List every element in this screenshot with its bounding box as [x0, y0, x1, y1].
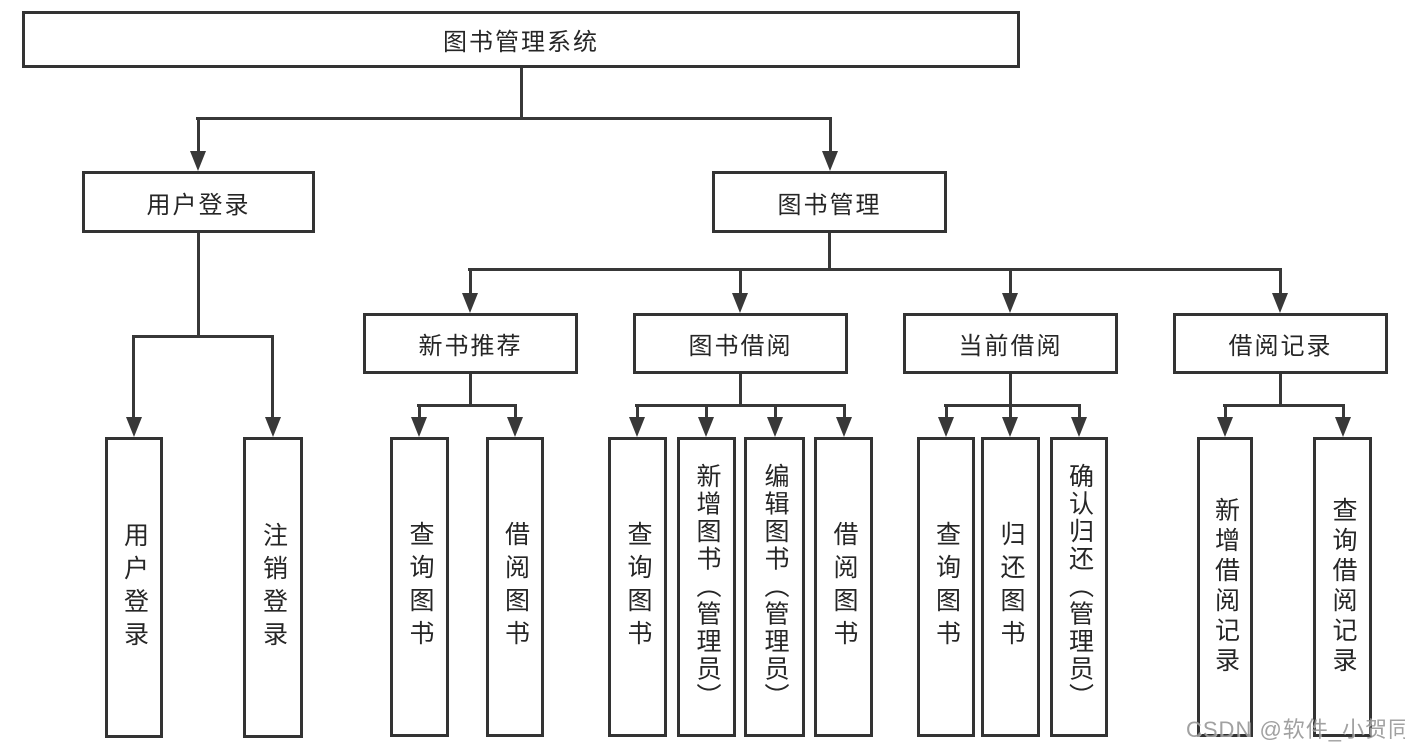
leaf-query-book-current: 查询图书 [917, 437, 975, 737]
connector-level3-hline [468, 268, 1282, 271]
arrow-down-icon [1002, 417, 1018, 437]
connector-leaf-stem [774, 407, 777, 418]
connector-g4-down [1279, 374, 1282, 405]
leaf-borrow-book: 借阅图书 [814, 437, 873, 737]
leaf-label: 新增图书（管理员） [693, 463, 721, 711]
arrow-down-icon [1272, 293, 1288, 313]
arrow-down-icon [507, 417, 523, 437]
node-library-system: 图书管理系统 [22, 11, 1020, 68]
connector-user-login-hline [132, 335, 274, 338]
connector-group-stem [739, 271, 742, 294]
arrow-down-icon [629, 417, 645, 437]
arrow-down-icon [767, 417, 783, 437]
arrow-down-icon [265, 417, 281, 437]
leaf-borrow-book-recommend: 借阅图书 [486, 437, 544, 737]
leaf-label: 查询图书 [406, 521, 434, 653]
connector-leaf-stem [514, 407, 517, 418]
arrow-down-icon [462, 293, 478, 313]
leaf-edit-book-admin: 编辑图书（管理员） [744, 437, 805, 737]
leaf-label: 确认归还（管理员） [1065, 463, 1094, 711]
connector-leaf-stem [945, 407, 948, 418]
leaf-logout: 注销登录 [243, 437, 303, 738]
arrow-down-icon [938, 417, 954, 437]
leaf-return-book: 归还图书 [981, 437, 1040, 737]
node-user-login-branch-label: 用户登录 [146, 191, 251, 219]
arrow-down-icon [1335, 417, 1351, 437]
node-book-borrow-label: 图书借阅 [688, 333, 793, 360]
connector-leaf-stem [1078, 407, 1081, 418]
connector-g4-hline [1223, 404, 1345, 407]
arrow-down-icon [732, 293, 748, 313]
leaf-label: 查询图书 [932, 521, 961, 653]
leaf-label: 借阅图书 [501, 521, 530, 653]
arrow-down-icon [698, 417, 714, 437]
arrow-down-icon [1071, 417, 1087, 437]
leaf-query-borrow-record: 查询借阅记录 [1313, 437, 1372, 737]
node-new-book-recommend: 新书推荐 [363, 313, 578, 374]
node-user-login-branch: 用户登录 [82, 171, 315, 233]
connector-user-login-stem [197, 120, 200, 152]
leaf-confirm-return-admin: 确认归还（管理员） [1050, 437, 1108, 737]
leaf-query-book-borrow: 查询图书 [608, 437, 667, 737]
leaf-label: 编辑图书（管理员） [761, 463, 789, 711]
connector-leaf-stem [271, 338, 274, 418]
leaf-query-book-recommend: 查询图书 [390, 437, 449, 737]
leaf-user-login: 用户登录 [105, 437, 163, 738]
connector-leaf-stem [843, 407, 846, 418]
connector-g1-hline [417, 404, 517, 407]
node-book-borrow: 图书借阅 [633, 313, 848, 374]
connector-group-stem [469, 271, 472, 294]
leaf-add-book-admin: 新增图书（管理员） [677, 437, 736, 737]
connector-user-login-down [197, 233, 200, 335]
node-borrow-records: 借阅记录 [1173, 313, 1388, 374]
leaf-user-login-label: 用户登录 [120, 521, 149, 654]
connector-g2-down [739, 374, 742, 405]
connector-book-mgmt-stem [829, 120, 832, 152]
arrow-down-icon [190, 151, 206, 171]
node-current-borrow-label: 当前借阅 [958, 333, 1063, 360]
arrow-down-icon [836, 417, 852, 437]
connector-group-stem [1009, 271, 1012, 294]
connector-group-stem [1279, 271, 1282, 294]
arrow-down-icon [126, 417, 142, 437]
connector-leaf-stem [418, 407, 421, 418]
node-current-borrow: 当前借阅 [903, 313, 1118, 374]
leaf-label: 归还图书 [997, 521, 1025, 653]
node-book-management: 图书管理 [712, 171, 947, 233]
node-new-book-recommend-label: 新书推荐 [418, 333, 523, 360]
leaf-label: 借阅图书 [830, 521, 858, 653]
connector-g2-hline [635, 404, 846, 407]
connector-leaf-stem [636, 407, 639, 418]
leaf-label: 新增借阅记录 [1211, 497, 1240, 677]
connector-g3-down [1009, 374, 1012, 405]
connector-leaf-stem [1009, 407, 1012, 418]
leaf-label: 查询借阅记录 [1329, 497, 1357, 677]
csdn-watermark: CSDN @软件_小贺同学 [1186, 717, 1405, 742]
connector-book-mgmt-down [828, 233, 831, 268]
connector-g3-hline [944, 404, 1081, 407]
connector-g1-down [469, 374, 472, 405]
arrow-down-icon [1002, 293, 1018, 313]
node-book-management-label: 图书管理 [777, 191, 882, 219]
connector-leaf-stem [1224, 407, 1227, 418]
connector-leaf-stem [1342, 407, 1345, 418]
connector-leaf-stem [132, 338, 135, 418]
leaf-label: 查询图书 [624, 521, 652, 653]
arrow-down-icon [411, 417, 427, 437]
connector-level2-hline [196, 117, 832, 120]
node-borrow-records-label: 借阅记录 [1228, 333, 1333, 360]
connector-leaf-stem [705, 407, 708, 418]
connector-root-stem [520, 68, 523, 117]
leaf-add-borrow-record: 新增借阅记录 [1197, 437, 1253, 737]
arrow-down-icon [1217, 417, 1233, 437]
node-library-system-label: 图书管理系统 [443, 29, 599, 56]
leaf-logout-label: 注销登录 [259, 521, 288, 654]
arrow-down-icon [822, 151, 838, 171]
